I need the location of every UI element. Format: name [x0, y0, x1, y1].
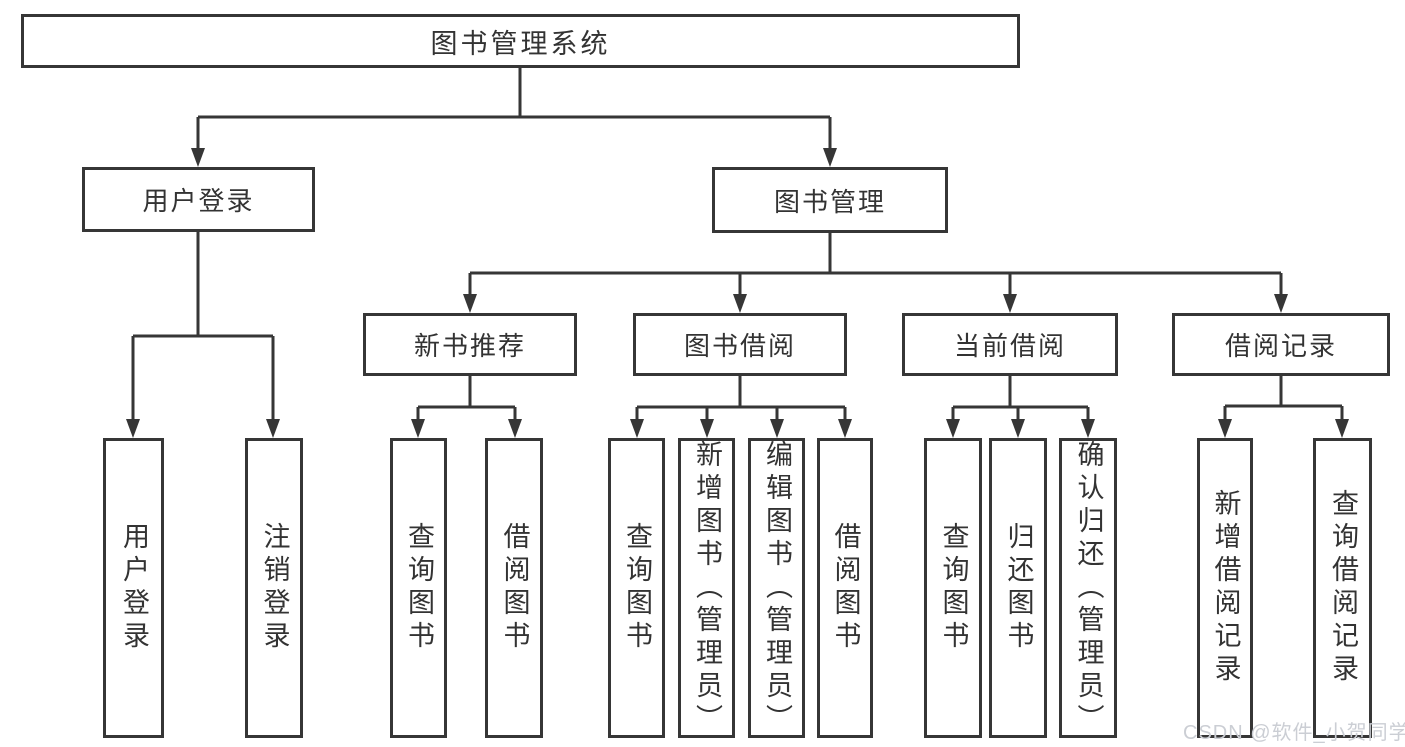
node-library-management-system: 图书管理系统: [21, 14, 1020, 68]
leaf-query-books-current: 查询图书: [924, 438, 982, 738]
leaf-add-borrow-record: 新增借阅记录: [1197, 438, 1253, 738]
node-label: 用户登录: [142, 186, 255, 216]
node-label: 查询借阅记录: [1328, 489, 1358, 687]
connector-new-book-to-leaves: [416, 376, 517, 421]
leaf-query-books-recommend: 查询图书: [390, 438, 447, 738]
leaf-borrow-books: 借阅图书: [817, 438, 873, 738]
node-label: 新增借阅记录: [1210, 489, 1241, 687]
node-current-borrowing: 当前借阅: [902, 313, 1118, 376]
leaf-return-books: 归还图书: [989, 438, 1047, 738]
node-label: 借阅记录: [1224, 331, 1337, 361]
node-label: 查询图书: [622, 522, 652, 654]
node-book-borrowing: 图书借阅: [633, 313, 847, 376]
node-label: 借阅图书: [499, 522, 530, 654]
node-label: 查询图书: [938, 522, 969, 654]
connector-root-to-level2: [196, 68, 832, 150]
leaf-borrow-books-recommend: 借阅图书: [485, 438, 543, 738]
node-label: 借阅图书: [830, 522, 861, 654]
connector-user-login-to-leaves: [131, 232, 275, 421]
node-label: 确认归还（管理员）: [1073, 439, 1104, 737]
leaf-query-books-borrow: 查询图书: [608, 438, 665, 738]
connector-book-borrow-to-leaves: [635, 376, 847, 421]
node-label: 编辑图书（管理员）: [762, 439, 792, 737]
node-user-login-module: 用户登录: [82, 167, 315, 232]
arrowheads: [126, 148, 1349, 438]
node-book-management-module: 图书管理: [712, 167, 948, 233]
node-label: 图书管理系统: [430, 28, 611, 59]
node-new-book-recommend: 新书推荐: [363, 313, 577, 376]
leaf-query-borrow-record: 查询借阅记录: [1313, 438, 1372, 738]
node-label: 归还图书: [1003, 522, 1034, 654]
node-label: 注销登录: [259, 522, 290, 654]
node-label: 图书管理: [773, 186, 886, 217]
connector-book-mgmt-to-level3: [468, 233, 1283, 296]
leaf-confirm-return-admin: 确认归还（管理员）: [1059, 438, 1117, 738]
node-borrowing-records: 借阅记录: [1172, 313, 1390, 376]
leaf-logout: 注销登录: [245, 438, 303, 738]
node-label: 新增图书（管理员）: [692, 439, 722, 737]
csdn-watermark: CSDN @软件_小贺同学: [1183, 722, 1405, 744]
node-label: 新书推荐: [413, 331, 526, 361]
connector-current-borrow-to-leaves: [951, 376, 1090, 421]
node-label: 图书借阅: [683, 331, 796, 361]
node-label: 当前借阅: [953, 331, 1066, 361]
node-label: 查询图书: [404, 522, 434, 654]
connector-borrow-records-to-leaves: [1223, 376, 1344, 421]
leaf-user-login: 用户登录: [103, 438, 164, 738]
node-label: 用户登录: [119, 522, 149, 654]
leaf-edit-books-admin: 编辑图书（管理员）: [748, 438, 805, 738]
leaf-add-books-admin: 新增图书（管理员）: [678, 438, 735, 738]
